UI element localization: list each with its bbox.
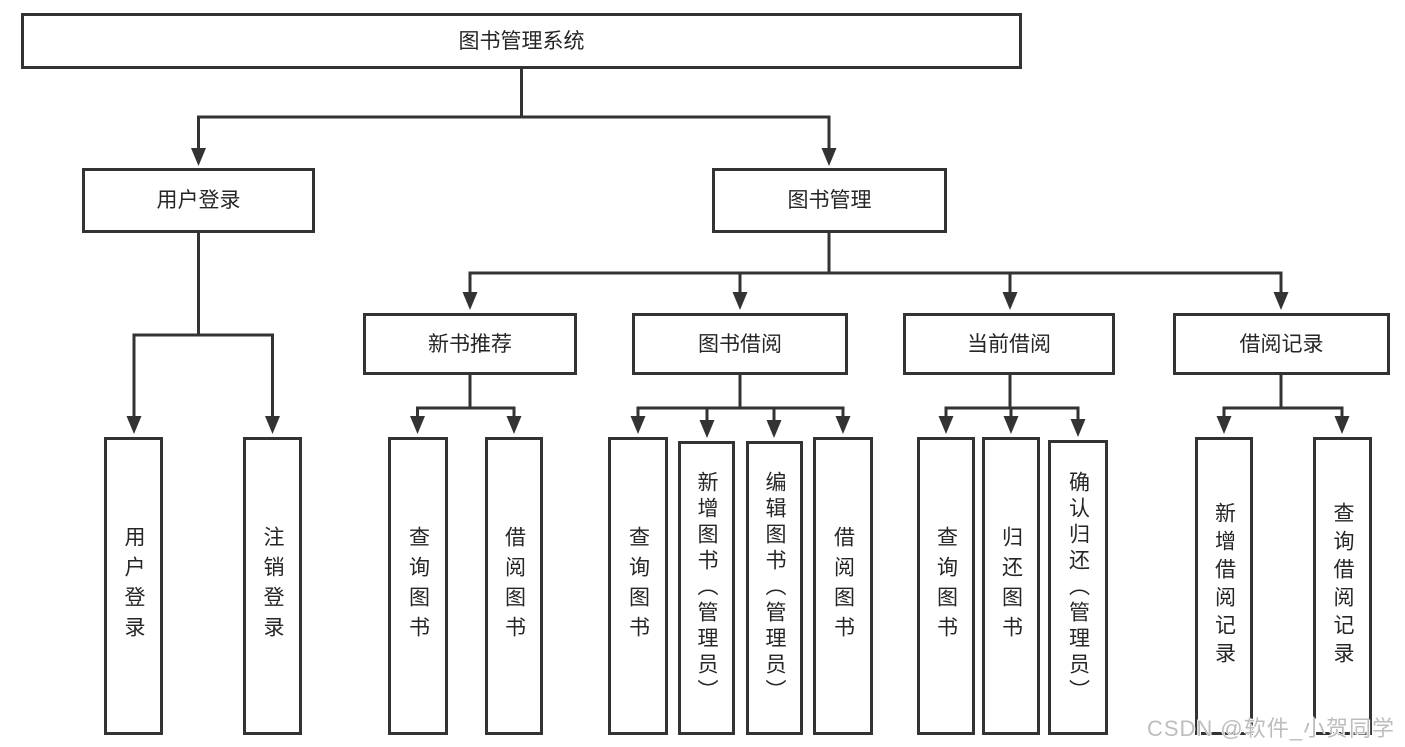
leaf-logout-login: 注销登录 xyxy=(243,437,302,735)
leaf-label: 编辑图书（管理员） xyxy=(763,471,786,705)
leaf-label: 查询图书 xyxy=(406,526,430,646)
leaf-query-borrow-record: 查询借阅记录 xyxy=(1313,437,1372,735)
node-root: 图书管理系统 xyxy=(21,13,1022,69)
node-user-login: 用户登录 xyxy=(82,168,315,233)
leaf-confirm-return-admin: 确认归还（管理员） xyxy=(1048,440,1108,735)
leaf-add-borrow-record: 新增借阅记录 xyxy=(1195,437,1253,735)
arrow-down-icon xyxy=(630,416,646,434)
node-book-borrow-label: 图书借阅 xyxy=(698,332,782,356)
arrow-down-icon xyxy=(506,416,522,434)
leaf-return-books: 归还图书 xyxy=(982,437,1040,735)
arrow-down-icon xyxy=(835,416,851,434)
connector-line xyxy=(468,271,1283,298)
arrow-down-icon xyxy=(410,416,425,434)
node-borrow-records-label: 借阅记录 xyxy=(1239,332,1324,356)
node-new-book-recommend: 新书推荐 xyxy=(363,313,577,375)
leaf-label: 用户登录 xyxy=(122,526,145,646)
arrow-down-icon xyxy=(1002,292,1018,310)
leaf-label: 查询图书 xyxy=(626,526,650,646)
arrow-down-icon xyxy=(938,416,954,434)
arrow-down-icon xyxy=(1273,292,1289,310)
node-current-borrow-label: 当前借阅 xyxy=(967,332,1051,356)
leaf-label: 新增图书（管理员） xyxy=(695,471,718,705)
connector-line xyxy=(416,406,516,421)
arrow-down-icon xyxy=(462,292,478,310)
node-current-borrow: 当前借阅 xyxy=(903,313,1115,375)
leaf-query-books-current: 查询图书 xyxy=(917,437,975,735)
arrow-down-icon xyxy=(766,420,782,438)
leaf-label: 借阅图书 xyxy=(831,526,855,646)
node-book-management: 图书管理 xyxy=(712,168,947,233)
leaf-label: 借阅图书 xyxy=(502,526,526,646)
arrow-down-icon xyxy=(699,420,715,438)
connector-line xyxy=(197,115,831,154)
node-book-borrow: 图书借阅 xyxy=(632,313,848,375)
leaf-add-books-admin: 新增图书（管理员） xyxy=(678,441,735,735)
leaf-label: 新增借阅记录 xyxy=(1212,502,1236,670)
arrow-down-icon xyxy=(191,148,206,166)
arrow-down-icon xyxy=(821,148,837,166)
node-borrow-records: 借阅记录 xyxy=(1173,313,1390,375)
arrow-down-icon xyxy=(1334,416,1350,434)
leaf-label: 查询图书 xyxy=(934,526,958,646)
arrow-down-icon xyxy=(1003,416,1019,434)
connector-line xyxy=(1222,406,1344,421)
connector-line xyxy=(132,333,274,421)
leaf-label: 确认归还（管理员） xyxy=(1066,470,1090,705)
leaf-query-books-borrow: 查询图书 xyxy=(608,437,668,735)
node-new-book-recommend-label: 新书推荐 xyxy=(428,332,512,356)
arrow-down-icon xyxy=(126,416,142,434)
leaf-user-login: 用户登录 xyxy=(104,437,163,735)
arrow-down-icon xyxy=(265,416,280,434)
leaf-borrow-books-recommend: 借阅图书 xyxy=(485,437,543,735)
leaf-borrow-books-borrow: 借阅图书 xyxy=(813,437,873,735)
leaf-query-books-recommend: 查询图书 xyxy=(388,437,448,735)
arrow-down-icon xyxy=(1070,419,1086,437)
leaf-label: 查询借阅记录 xyxy=(1331,502,1354,670)
leaf-label: 注销登录 xyxy=(261,526,284,646)
leaf-edit-books-admin: 编辑图书（管理员） xyxy=(746,441,803,735)
node-book-management-label: 图书管理 xyxy=(787,189,872,212)
node-user-login-label: 用户登录 xyxy=(156,189,241,212)
connector-line xyxy=(636,406,845,421)
leaf-label: 归还图书 xyxy=(999,526,1023,646)
arrow-down-icon xyxy=(732,292,748,310)
node-root-label: 图书管理系统 xyxy=(458,29,585,53)
arrow-down-icon xyxy=(1216,416,1232,434)
